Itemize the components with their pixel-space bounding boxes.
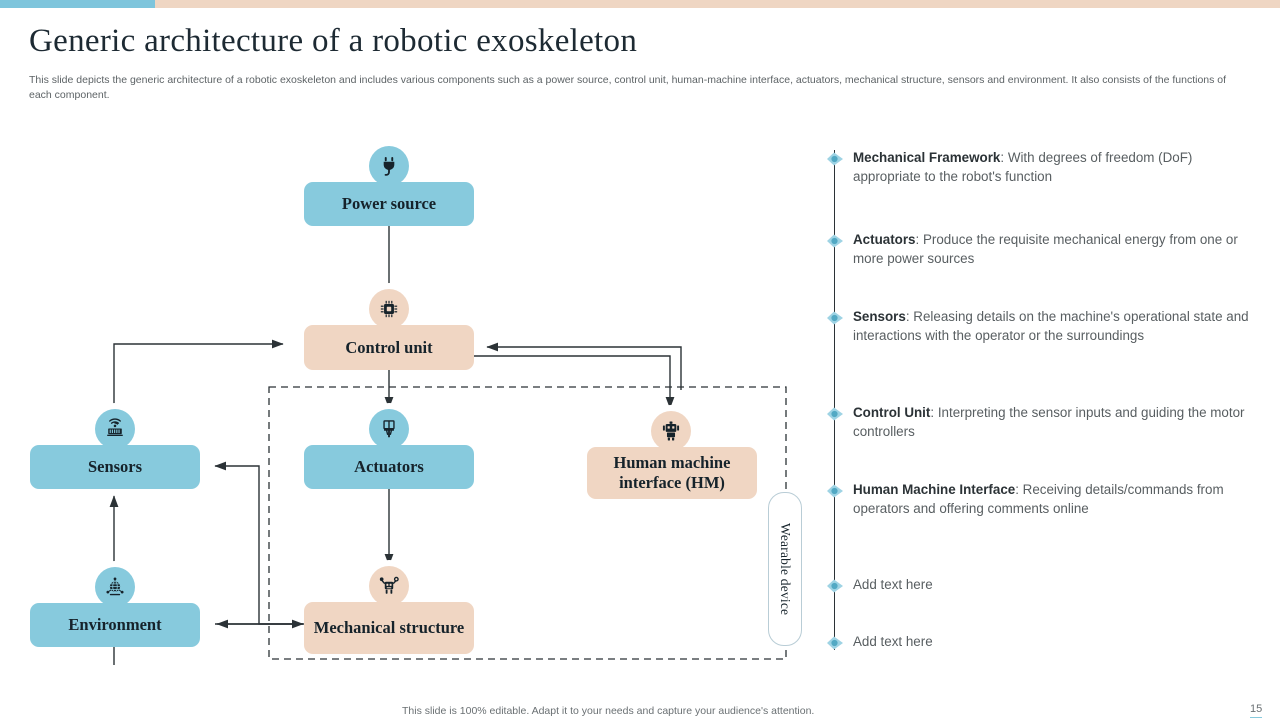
node-actuators[interactable]: Actuators: [304, 445, 474, 489]
list-item-sep: :: [915, 232, 923, 247]
list-item-body: Interpreting the sensor inputs and guidi…: [853, 405, 1245, 439]
footer-note: This slide is 100% editable. Adapt it to…: [402, 705, 815, 717]
node-sensors-label: Sensors: [87, 457, 143, 476]
page-subtitle: This slide depicts the generic architect…: [29, 74, 1227, 101]
bullet-rail: [834, 150, 835, 650]
list-item-sep: :: [905, 309, 914, 324]
top-accent-bar: [0, 0, 1280, 8]
list-item[interactable]: Actuators: Produce the requisite mechani…: [824, 230, 1256, 268]
list-item-text: Control Unit: Interpreting the sensor in…: [850, 403, 1256, 441]
cpu-chip-icon: [380, 300, 398, 318]
list-item-sep: :: [930, 405, 938, 420]
list-item-text: Add text here: [850, 575, 933, 594]
environment-icon-badge: [92, 564, 138, 610]
node-sensors[interactable]: Sensors: [30, 445, 200, 489]
node-power-source-label: Power source: [341, 194, 437, 213]
list-item-body: Produce the requisite mechanical energy …: [853, 232, 1238, 266]
list-item[interactable]: Add text here: [824, 575, 1256, 594]
list-item-sep: :: [1015, 482, 1023, 497]
power-source-icon-badge: [366, 143, 412, 189]
globe-network-icon: [106, 577, 124, 596]
page-number: 15: [1250, 703, 1263, 718]
list-item[interactable]: Mechanical Framework: With degrees of fr…: [824, 148, 1256, 186]
list-item-title: Sensors: [853, 309, 906, 324]
node-mechanical-structure-label: Mechanical structure: [313, 618, 465, 637]
node-control-unit-label: Control unit: [345, 337, 433, 357]
list-item-title: Human Machine Interface: [853, 482, 1016, 497]
wireless-sensor-icon: [107, 418, 123, 437]
node-environment-label: Environment: [68, 615, 162, 634]
list-item-body: Receiving details/commands from operator…: [853, 482, 1224, 516]
node-actuators-label: Actuators: [354, 457, 424, 476]
sensors-icon-badge: [92, 406, 138, 452]
power-plug-icon: [383, 157, 395, 176]
architecture-diagram: Power source Control unit: [0, 120, 810, 680]
list-item-text: Sensors: Releasing details on the machin…: [850, 307, 1256, 345]
node-mechanical-structure[interactable]: Mechanical structure: [304, 602, 474, 654]
list-item-title: Control Unit: [853, 405, 931, 420]
feature-bullet-list: Mechanical Framework: With degrees of fr…: [824, 140, 1264, 670]
actuator-piston-icon: [383, 420, 395, 438]
robot-head-icon: [662, 421, 680, 441]
diamond-bullet-icon: [824, 233, 850, 249]
list-item-body: Add text here: [853, 634, 933, 649]
diamond-bullet-icon: [824, 151, 850, 167]
list-item-sep: :: [1000, 150, 1008, 165]
node-human-machine-interface-label: Human machine interface (HM): [613, 453, 731, 492]
list-item-title: Mechanical Framework: [853, 150, 1001, 165]
actuators-icon-badge: [366, 406, 412, 452]
list-item[interactable]: Human Machine Interface: Receiving detai…: [824, 480, 1256, 518]
list-item-title: Actuators: [853, 232, 916, 247]
diamond-bullet-icon: [824, 310, 850, 326]
mechanical-structure-icon-badge: [366, 563, 412, 609]
diamond-bullet-icon: [824, 578, 850, 594]
list-item-body: Releasing details on the machine's opera…: [853, 309, 1249, 343]
human-machine-interface-icon-badge: [648, 408, 694, 454]
control-unit-icon-badge: [366, 286, 412, 332]
node-power-source[interactable]: Power source: [304, 182, 474, 226]
diamond-bullet-icon: [824, 635, 850, 651]
wearable-device-group-label: Wearable device: [768, 492, 802, 646]
wearable-device-text: Wearable device: [778, 522, 793, 616]
list-item[interactable]: Control Unit: Interpreting the sensor in…: [824, 403, 1256, 441]
list-item[interactable]: Add text here: [824, 632, 1256, 651]
list-item-text: Mechanical Framework: With degrees of fr…: [850, 148, 1256, 186]
list-item-body: Add text here: [853, 577, 933, 592]
diamond-bullet-icon: [824, 406, 850, 422]
list-item-text: Actuators: Produce the requisite mechani…: [850, 230, 1256, 268]
list-item[interactable]: Sensors: Releasing details on the machin…: [824, 307, 1256, 345]
diagram-connectors: [109, 226, 787, 665]
node-control-unit[interactable]: Control unit: [304, 325, 474, 370]
list-item-text: Human Machine Interface: Receiving detai…: [850, 480, 1256, 518]
list-item-text: Add text here: [850, 632, 933, 651]
list-item-body: With degrees of freedom (DoF) appropriat…: [853, 150, 1193, 184]
robot-arms-icon: [379, 576, 399, 594]
diamond-bullet-icon: [824, 483, 850, 499]
node-human-machine-interface[interactable]: Human machine interface (HM): [587, 447, 757, 499]
top-accent-bar-blue: [0, 0, 155, 8]
node-environment[interactable]: Environment: [30, 603, 200, 647]
page-title: Generic architecture of a robotic exoske…: [29, 23, 638, 59]
